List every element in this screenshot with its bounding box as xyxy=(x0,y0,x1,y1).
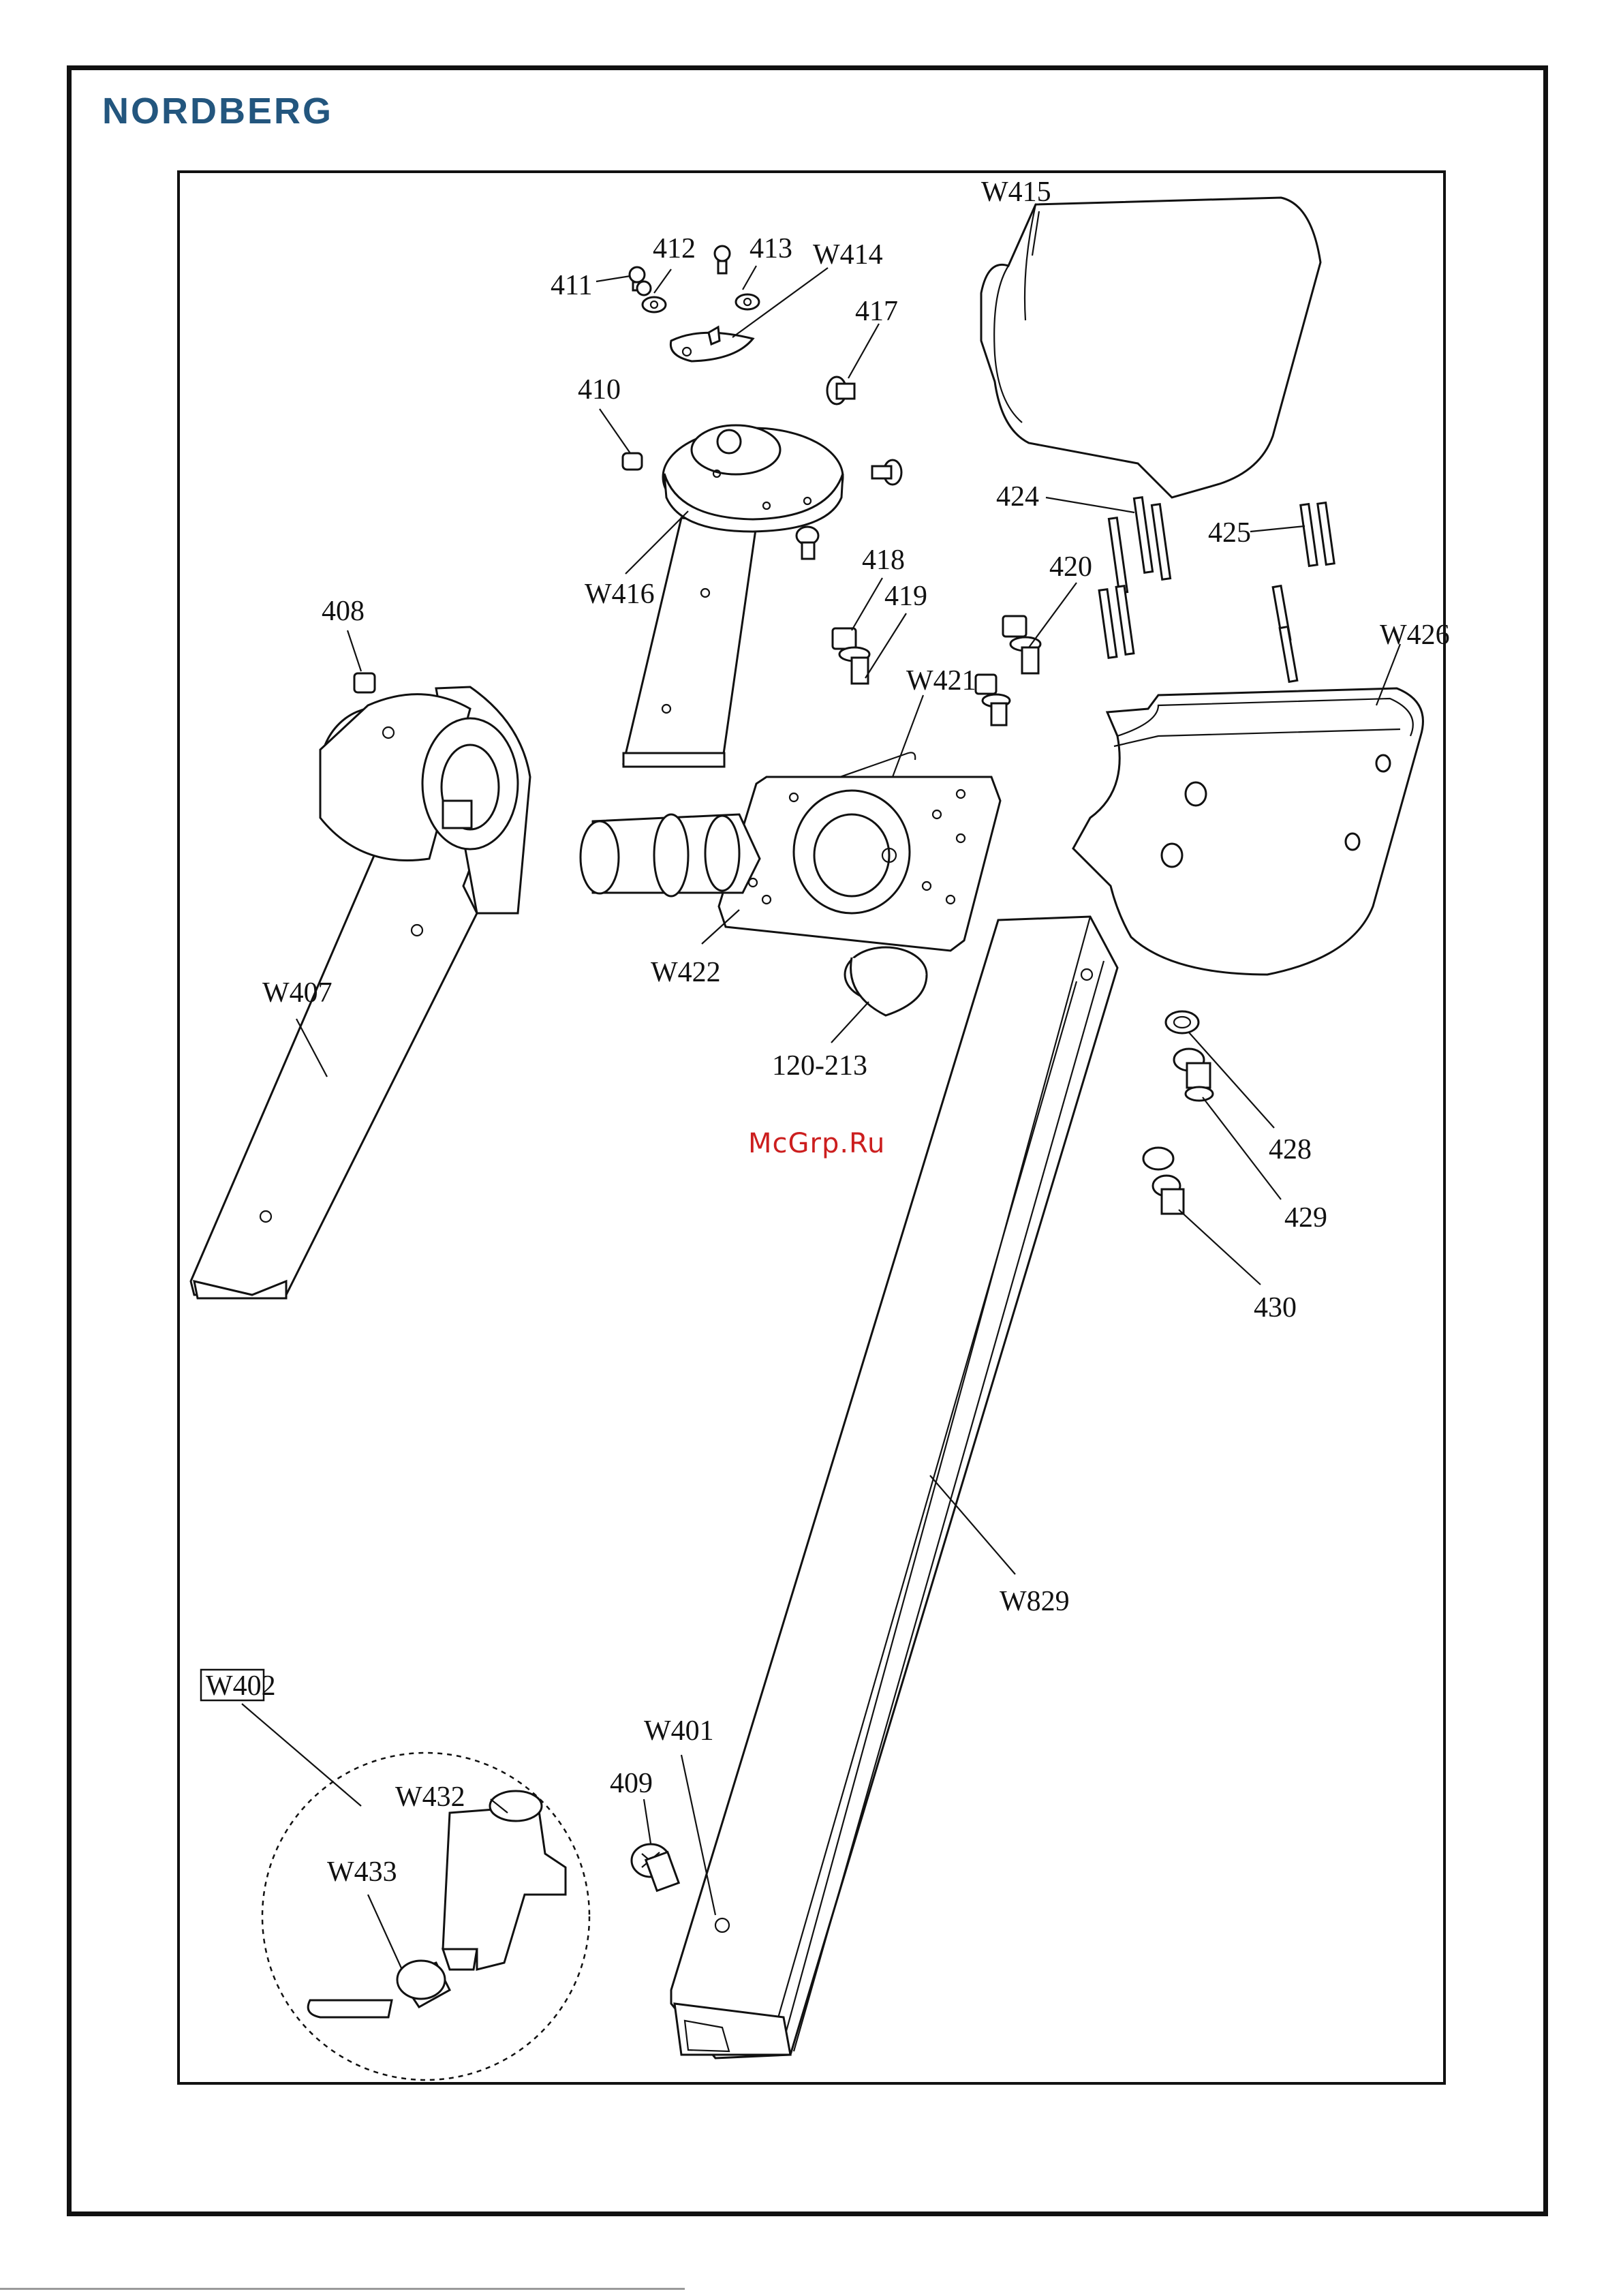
part-430-bushing xyxy=(1143,1148,1184,1214)
label-412: 412 xyxy=(653,233,696,264)
part-417-bolt xyxy=(827,377,854,404)
label-408: 408 xyxy=(322,596,365,627)
part-408-setscrew xyxy=(354,673,375,692)
label-425: 425 xyxy=(1208,517,1251,549)
label-w422: W422 xyxy=(651,957,721,988)
part-412-washer xyxy=(637,281,666,312)
part-428-washer xyxy=(1166,1011,1199,1033)
label-417: 417 xyxy=(855,296,898,327)
part-418-419-bolts xyxy=(833,628,869,684)
label-w432: W432 xyxy=(395,1781,465,1813)
label-418: 418 xyxy=(862,545,905,576)
label-430: 430 xyxy=(1254,1292,1297,1323)
part-w416-pulley-arm xyxy=(623,425,843,767)
label-428: 428 xyxy=(1269,1134,1312,1165)
label-410: 410 xyxy=(578,374,621,405)
label-w433: W433 xyxy=(327,1856,397,1888)
label-w416: W416 xyxy=(585,579,655,610)
part-w426-guard xyxy=(1073,688,1423,975)
part-409-screw xyxy=(632,1844,679,1891)
part-429-bushing xyxy=(1174,1049,1213,1101)
label-420: 420 xyxy=(1049,551,1092,583)
label-409: 409 xyxy=(610,1768,653,1799)
part-420-bolts xyxy=(976,616,1040,725)
label-419: 419 xyxy=(884,581,927,612)
part-410-pin xyxy=(623,453,642,470)
label-w414: W414 xyxy=(813,239,883,271)
label-411: 411 xyxy=(551,270,592,301)
label-w415: W415 xyxy=(981,177,1051,208)
part-w422-mounting-plate xyxy=(581,777,1000,1015)
part-w829-long-bar xyxy=(671,917,1117,2058)
part-w415-cover xyxy=(981,198,1320,498)
label-424: 424 xyxy=(996,481,1039,512)
part-w407-lever-arm xyxy=(191,687,530,1298)
label-w407: W407 xyxy=(262,977,333,1009)
label-429: 429 xyxy=(1284,1202,1327,1234)
label-413: 413 xyxy=(749,233,792,264)
label-w402: W402 xyxy=(206,1670,276,1702)
part-425-pins xyxy=(1273,503,1334,682)
label-w401: W401 xyxy=(644,1715,714,1747)
label-w829: W829 xyxy=(1000,1586,1070,1617)
part-424-pins xyxy=(1099,498,1170,658)
watermark: McGrp.Ru xyxy=(748,1128,885,1159)
label-w426: W426 xyxy=(1380,619,1450,651)
label-w421: W421 xyxy=(906,665,976,697)
label-120-213: 120-213 xyxy=(772,1050,867,1082)
